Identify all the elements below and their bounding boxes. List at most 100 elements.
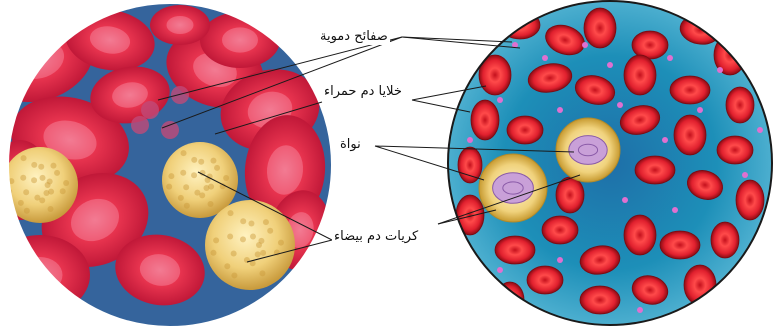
white-cell-texture [39, 197, 45, 203]
white-cell-texture [184, 203, 190, 209]
label-platelets: صفائح دموية [318, 29, 390, 45]
platelet [662, 137, 668, 143]
red-blood-cell [556, 177, 584, 213]
platelet [667, 55, 673, 61]
platelet [617, 102, 623, 108]
white-cell-texture [231, 272, 237, 278]
white-cell-texture [244, 257, 250, 263]
platelet [672, 207, 678, 213]
red-blood-cell [584, 8, 616, 48]
red-blood-cell [458, 147, 482, 183]
red-blood-cell [624, 215, 656, 255]
white-cell-texture [224, 263, 230, 269]
platelet [161, 121, 179, 139]
white-cell-texture [223, 175, 229, 181]
white-cell-texture [267, 228, 273, 234]
white-cell-texture [50, 163, 56, 169]
red-blood-cell [736, 180, 764, 220]
white-cell-texture [259, 270, 265, 276]
white-cell-texture [210, 250, 216, 256]
white-cell-texture [54, 170, 60, 176]
red-blood-cell [674, 115, 706, 155]
nucleus [493, 173, 534, 204]
white-cell-texture [191, 157, 197, 163]
red-blood-cell [507, 116, 543, 144]
white-cell-texture [208, 184, 214, 190]
white-cell-texture [231, 251, 237, 257]
red-blood-cell [500, 11, 540, 39]
illustration [448, 1, 772, 325]
nucleus [569, 136, 607, 165]
white-cell-texture [166, 184, 172, 190]
red-blood-cell [624, 55, 656, 95]
white-cell-texture [198, 159, 204, 165]
label-red-blood-cells: خلايا دم حمراء [322, 84, 404, 100]
white-cell-texture [255, 251, 261, 257]
white-cell-texture [228, 210, 234, 216]
white-cell-texture [258, 238, 264, 244]
red-blood-cell [711, 222, 739, 258]
white-cell-texture [240, 236, 246, 242]
platelet [717, 67, 723, 73]
white-cell-texture [48, 206, 54, 212]
platelet [131, 116, 149, 134]
white-cell-texture [47, 179, 53, 185]
white-cell-texture [278, 240, 284, 246]
white-cell-texture [227, 233, 233, 239]
red-blood-cell [496, 282, 524, 318]
white-cell-texture [260, 250, 266, 256]
photomicrograph [0, 0, 340, 327]
white-cell-texture [178, 195, 184, 201]
platelet [717, 297, 723, 303]
red-blood-cell [684, 265, 716, 305]
platelet [757, 127, 763, 133]
red-blood-cell [670, 76, 710, 104]
white-cell-texture [240, 218, 246, 224]
red-blood-cell [456, 195, 484, 235]
platelet [607, 62, 613, 68]
white-cell-texture [21, 155, 27, 161]
white-cell-texture [191, 172, 197, 178]
white-cell-texture [214, 165, 220, 171]
red-blood-cell-center [167, 16, 194, 34]
white-cell-texture [263, 219, 269, 225]
platelet [542, 55, 548, 61]
white-cell-texture [60, 188, 66, 194]
red-blood-cell [495, 236, 535, 264]
platelet [637, 307, 643, 313]
platelet [557, 257, 563, 263]
red-blood-cell [726, 87, 754, 123]
white-cell-texture [48, 189, 54, 195]
red-blood-cell [542, 216, 578, 244]
red-blood-cell [580, 286, 620, 314]
red-blood-cell [632, 31, 668, 59]
white-cell-texture [40, 175, 46, 181]
label-nucleus: نواة [338, 137, 363, 153]
red-blood-cell [471, 100, 499, 140]
platelet [697, 107, 703, 113]
red-blood-cell [717, 136, 753, 164]
platelet [742, 172, 748, 178]
red-blood-cell-center [222, 27, 258, 52]
platelet [622, 197, 628, 203]
platelet [141, 101, 159, 119]
white-cell-texture [18, 200, 24, 206]
label-white-blood-cells: كريات دم بيضاء [332, 229, 420, 245]
white-cell-texture [183, 184, 189, 190]
platelet [582, 42, 588, 48]
white-cell-texture [248, 220, 254, 226]
white-cell-texture [63, 180, 69, 186]
white-cell-texture [180, 170, 186, 176]
white-cell-texture [38, 164, 44, 170]
white-cell-texture [181, 150, 187, 156]
white-cell-texture [250, 234, 256, 240]
white-cell-texture [20, 175, 26, 181]
platelet [557, 107, 563, 113]
platelet [497, 267, 503, 273]
white-cell-texture [23, 189, 29, 195]
red-blood-cell [635, 156, 675, 184]
platelet [171, 86, 189, 104]
white-cell-texture [24, 208, 30, 214]
platelet [497, 97, 503, 103]
